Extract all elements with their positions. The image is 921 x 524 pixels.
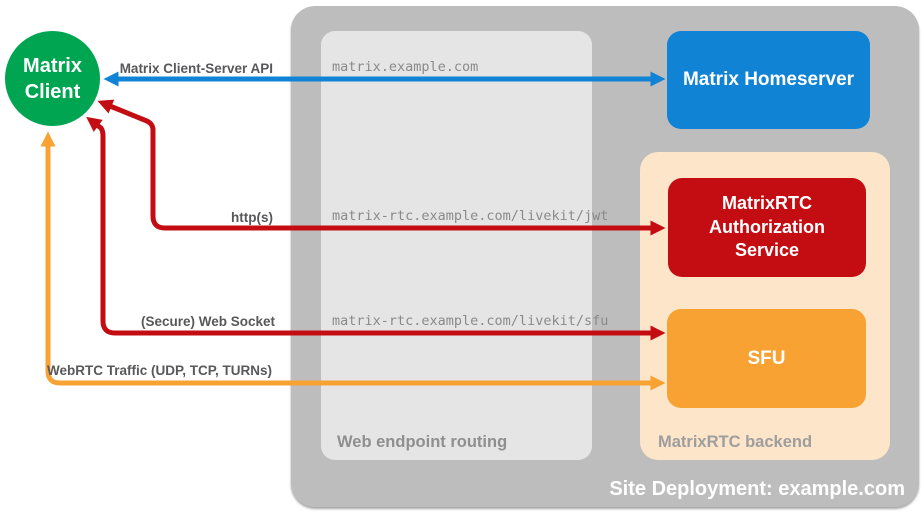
livekit-sfu-endpoint-url: matrix-rtc.example.com/livekit/sfu	[332, 313, 609, 329]
webrtc-arrow-label: WebRTC Traffic (UDP, TCP, TURNs)	[46, 363, 272, 378]
matrixrtc-authorization-service-node: MatrixRTC Authorization Service	[668, 178, 866, 277]
client-server-api-arrow-label: Matrix Client-Server API	[119, 61, 273, 76]
websocket-arrow-label: (Secure) Web Socket	[140, 314, 275, 329]
matrix-homeserver-label: Matrix Homeserver	[682, 69, 855, 90]
sfu-label: SFU	[747, 347, 786, 369]
https-arrow-label: http(s)	[231, 210, 273, 225]
matrix-endpoint-url: matrix.example.com	[332, 59, 479, 75]
sfu-node: SFU	[667, 309, 866, 408]
matrix-client-label: Matrix Client	[23, 54, 82, 103]
web-endpoint-routing-label: Web endpoint routing	[337, 433, 508, 451]
matrixrtc-backend-label: MatrixRTC backend	[658, 433, 813, 451]
web-endpoint-routing-box	[321, 31, 592, 460]
matrix-client-node: Matrix Client	[5, 31, 100, 126]
livekit-jwt-endpoint-url: matrix-rtc.example.com/livekit/jwt	[332, 208, 609, 224]
matrixrtc-authorization-service-label: MatrixRTC Authorization Service	[709, 193, 825, 261]
site-deployment-label: Site Deployment: example.com	[609, 478, 905, 500]
matrix-homeserver-node: Matrix Homeserver	[667, 31, 870, 129]
